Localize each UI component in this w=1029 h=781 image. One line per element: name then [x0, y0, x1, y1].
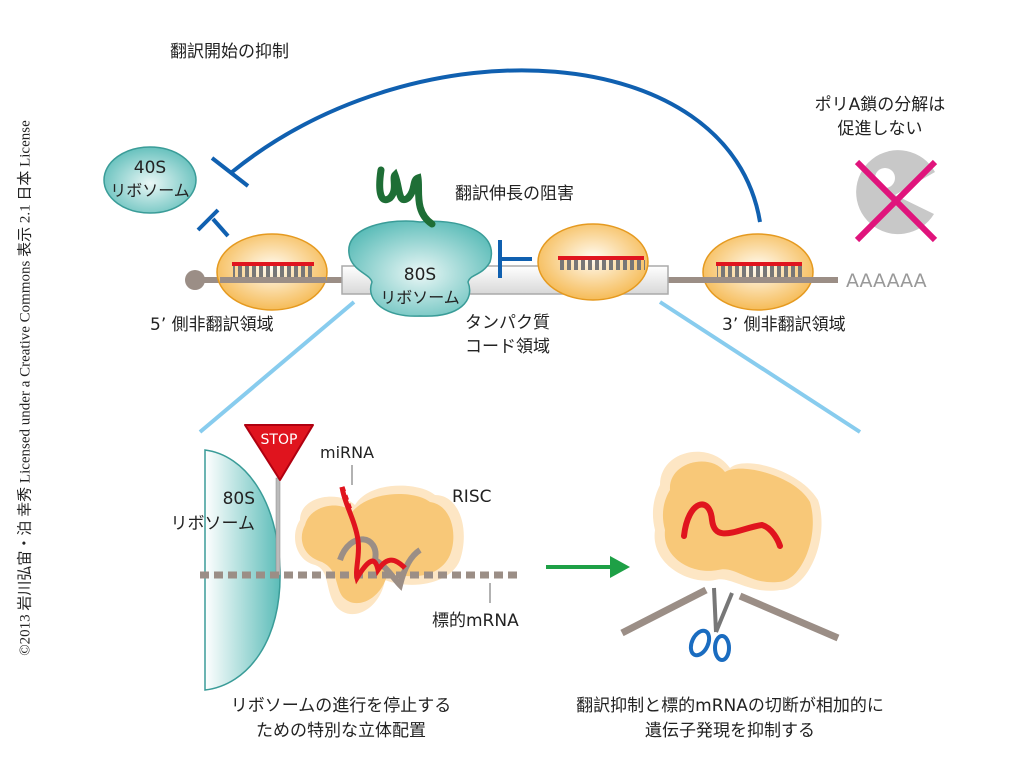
stop-sign-label: STOP: [261, 432, 298, 448]
mirna-cds: [558, 256, 644, 260]
mirna-5utr: [232, 262, 314, 266]
inhibition-bar-5utr: [196, 208, 220, 232]
pairing-cds: [559, 260, 645, 270]
ribosome-80s: [348, 220, 493, 317]
poly-a-note-2: 促進しない: [838, 119, 923, 139]
risc-complex-cleavage: [652, 451, 822, 591]
poly-a-tail: AAAAAA: [846, 270, 927, 292]
initiation-inhibition-arc: [230, 68, 762, 223]
right-caption-2: 遺伝子発現を抑制する: [645, 721, 815, 741]
stop-sign-icon: STOP: [244, 424, 314, 576]
ribosome-40s: [103, 146, 197, 214]
risc-complex-closeup: [295, 485, 464, 615]
deadenylase-blocked-icon: [854, 150, 938, 243]
cap-5prime: [185, 270, 205, 290]
risc-label: RISC: [452, 487, 492, 507]
cleaved-mrna-right: [738, 592, 840, 642]
left-caption-2: ための特別な立体配置: [256, 721, 426, 741]
ribosome-40s-label-1: 40S: [134, 158, 166, 178]
cds-label-1: タンパク質: [465, 313, 550, 333]
poly-a-note-1: ポリA鎖の分解は: [815, 95, 946, 115]
mirna-strand: [339, 486, 407, 585]
ribosome-closeup-label-2: リボソーム: [171, 514, 256, 534]
inhibition-stem-5utr: [211, 217, 230, 238]
utr3-label: 3’ 側非翻訳領域: [722, 315, 846, 335]
ribosome-80s-closeup: [204, 449, 281, 691]
zoom-line-right: [658, 300, 862, 434]
ribosome-40s-label-2: リボソーム: [110, 181, 190, 200]
pairing-5utr: [233, 266, 315, 277]
pairing-3utr: [717, 266, 803, 277]
target-mrna-label: 標的mRNA: [432, 611, 519, 631]
zoom-line-left: [198, 300, 356, 434]
cleaved-mrna-left: [620, 586, 708, 637]
ribosome-80s-label-1: 80S: [404, 265, 436, 285]
mirna-3utr: [716, 262, 802, 266]
ribosome-closeup-label-1: 80S: [223, 489, 255, 509]
mirna-seed-dotted: [339, 486, 353, 511]
cds-label-2: コード領域: [465, 337, 550, 357]
utr5-label: 5’ 側非翻訳領域: [150, 315, 274, 335]
mirna-strand-cleavage: [681, 501, 783, 549]
right-caption-1: 翻訳抑制と標的mRNAの切断が相加的に: [576, 696, 884, 716]
mirna-label: miRNA: [320, 443, 374, 462]
inhibition-bar-40s: [210, 156, 250, 188]
scissors-icon: [688, 587, 734, 662]
left-caption-1: リボソームの進行を停止する: [231, 696, 452, 716]
progression-arrow-icon: [546, 556, 630, 578]
initiation-inhibition-label: 翻訳開始の抑制: [170, 42, 289, 62]
copyright-notice: ©2013 岩川弘宙・泊 幸秀 Licensed under a Creativ…: [17, 120, 34, 656]
ribosome-80s-label-2: リボソーム: [380, 288, 460, 307]
nascent-peptide-icon: [376, 166, 436, 228]
elongation-inhibition-label: 翻訳伸長の阻害: [455, 184, 574, 204]
